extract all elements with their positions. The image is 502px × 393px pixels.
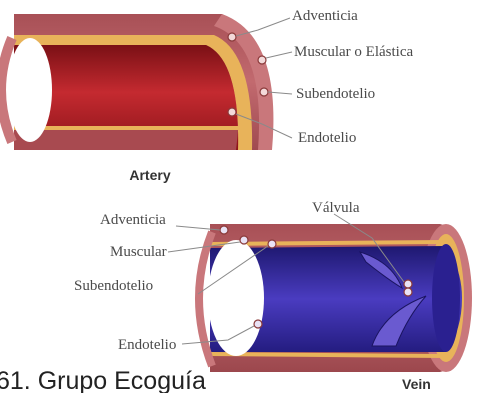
- artery-label-subendotelio: Subendotelio: [296, 86, 375, 102]
- vein-muscular-dot: [240, 236, 248, 244]
- vein-opening: [208, 240, 264, 356]
- artery-illustration: Adventicia Muscular o Elástica Subendote…: [1, 8, 413, 183]
- artery-label-muscular: Muscular o Elástica: [294, 44, 413, 60]
- artery-opening: [8, 38, 52, 142]
- artery-muscular-dot: [258, 56, 266, 64]
- vein-valvula-dot-upper: [404, 280, 412, 288]
- vein-endotelio-dot: [254, 320, 262, 328]
- artery-endotelio-dot: [228, 108, 236, 116]
- vein-label-muscular: Muscular: [110, 244, 167, 260]
- vein-label-adventicia: Adventicia: [100, 212, 166, 228]
- vein-subendotelio-dot: [268, 240, 276, 248]
- artery-adventicia-dot: [228, 33, 236, 41]
- vein-adventicia-dot: [220, 226, 228, 234]
- vein-label-endotelio: Endotelio: [118, 337, 176, 353]
- vein-caption: Vein: [402, 376, 431, 392]
- artery-label-endotelio: Endotelio: [298, 130, 356, 146]
- artery-label-adventicia: Adventicia: [292, 8, 358, 24]
- artery-subendotelio-dot: [260, 88, 268, 96]
- vein-label-subendotelio: Subendotelio: [74, 278, 153, 294]
- vein-label-valvula: Válvula: [312, 200, 360, 216]
- artery-caption: Artery: [129, 167, 170, 183]
- vein-illustration: Adventicia Muscular Subendotelio Endotel…: [74, 200, 472, 392]
- vein-valvula-dot-lower: [404, 288, 412, 296]
- artery-lower-wall: [14, 130, 238, 150]
- footer-credit: 61. Grupo Ecoguía: [0, 367, 206, 393]
